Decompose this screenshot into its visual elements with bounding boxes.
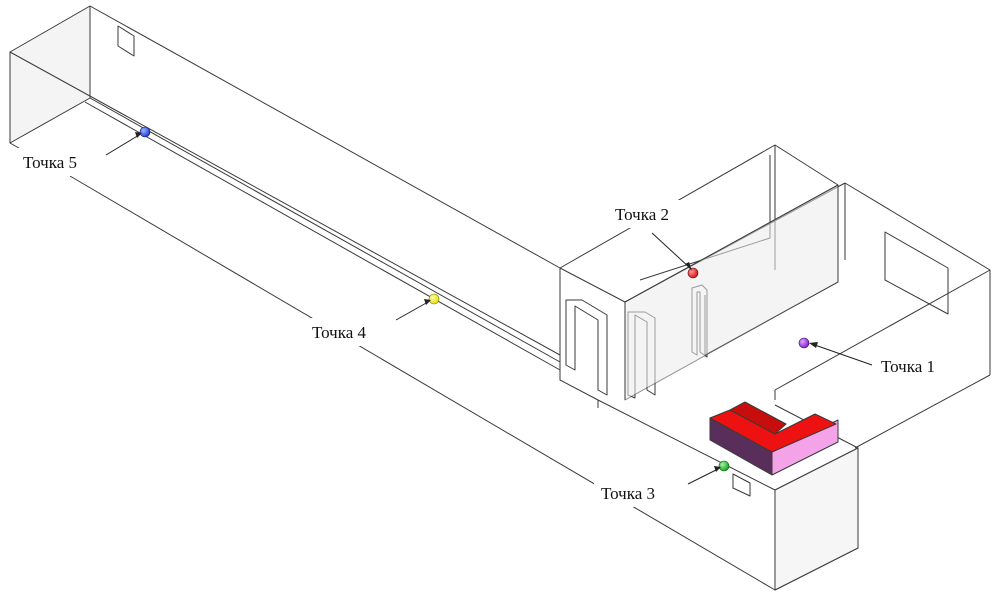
right-room-floor: [854, 374, 991, 449]
long-corridor: [9, 5, 776, 591]
corridor-top-front-edge: [9, 51, 561, 356]
point-4: Точка 4: [305, 293, 440, 346]
point-5-leader: [105, 134, 140, 156]
point-1-label-bg: [873, 352, 953, 380]
corridor-floor-edge-a: [89, 97, 561, 363]
point-4-marker: [428, 293, 440, 305]
point-5-label: Точка 5: [23, 153, 77, 172]
room-block: [559, 144, 991, 591]
point-3-label-bg: [594, 479, 684, 507]
left-box-top-right: [559, 267, 626, 400]
corridor-floor-edge-b: [84, 101, 561, 371]
point-4-label: Точка 4: [312, 323, 367, 342]
door-frame-left: [565, 299, 608, 396]
point-4-leader: [395, 301, 429, 321]
l-shaped-object: [709, 401, 839, 476]
point-4-arrowhead: [424, 299, 431, 305]
point-1: Точка 1: [798, 337, 953, 380]
point-3-label: Точка 3: [601, 484, 655, 503]
point-3-marker: [718, 460, 730, 472]
point-1-leader: [811, 343, 873, 366]
point-2-arrowhead: [685, 262, 692, 271]
right-room-window: [884, 231, 949, 315]
point-4-label-bg: [305, 318, 395, 346]
lower-box-end-face: [774, 447, 859, 591]
corridor-top-back-edge: [89, 5, 561, 269]
point-5-marker: [139, 126, 151, 138]
lower-box-hatch: [732, 473, 751, 497]
point-1-marker: [798, 337, 810, 349]
point-3: Точка 3: [594, 460, 730, 507]
point-2-leader: [651, 232, 691, 269]
interior-shaded-wall: [624, 184, 839, 401]
point-5-arrowhead: [135, 132, 142, 138]
point-3-leader: [687, 468, 719, 485]
point-3-arrowhead: [714, 466, 721, 472]
point-2-label-bg: [608, 200, 688, 228]
l-object-red-top-b: [729, 401, 787, 435]
corridor-floor-front-edge-long: [69, 175, 776, 591]
point-1-label: Точка 1: [881, 357, 935, 376]
corridor-window: [117, 25, 135, 57]
left-box-front: [559, 268, 599, 401]
point-1-arrowhead: [809, 342, 818, 348]
point-5: Точка 5: [15, 126, 151, 176]
point-2-label: Точка 2: [615, 205, 669, 224]
point-2: Точка 2: [608, 200, 699, 279]
point-2-marker: [687, 267, 699, 279]
point-5-label-bg: [15, 148, 105, 176]
